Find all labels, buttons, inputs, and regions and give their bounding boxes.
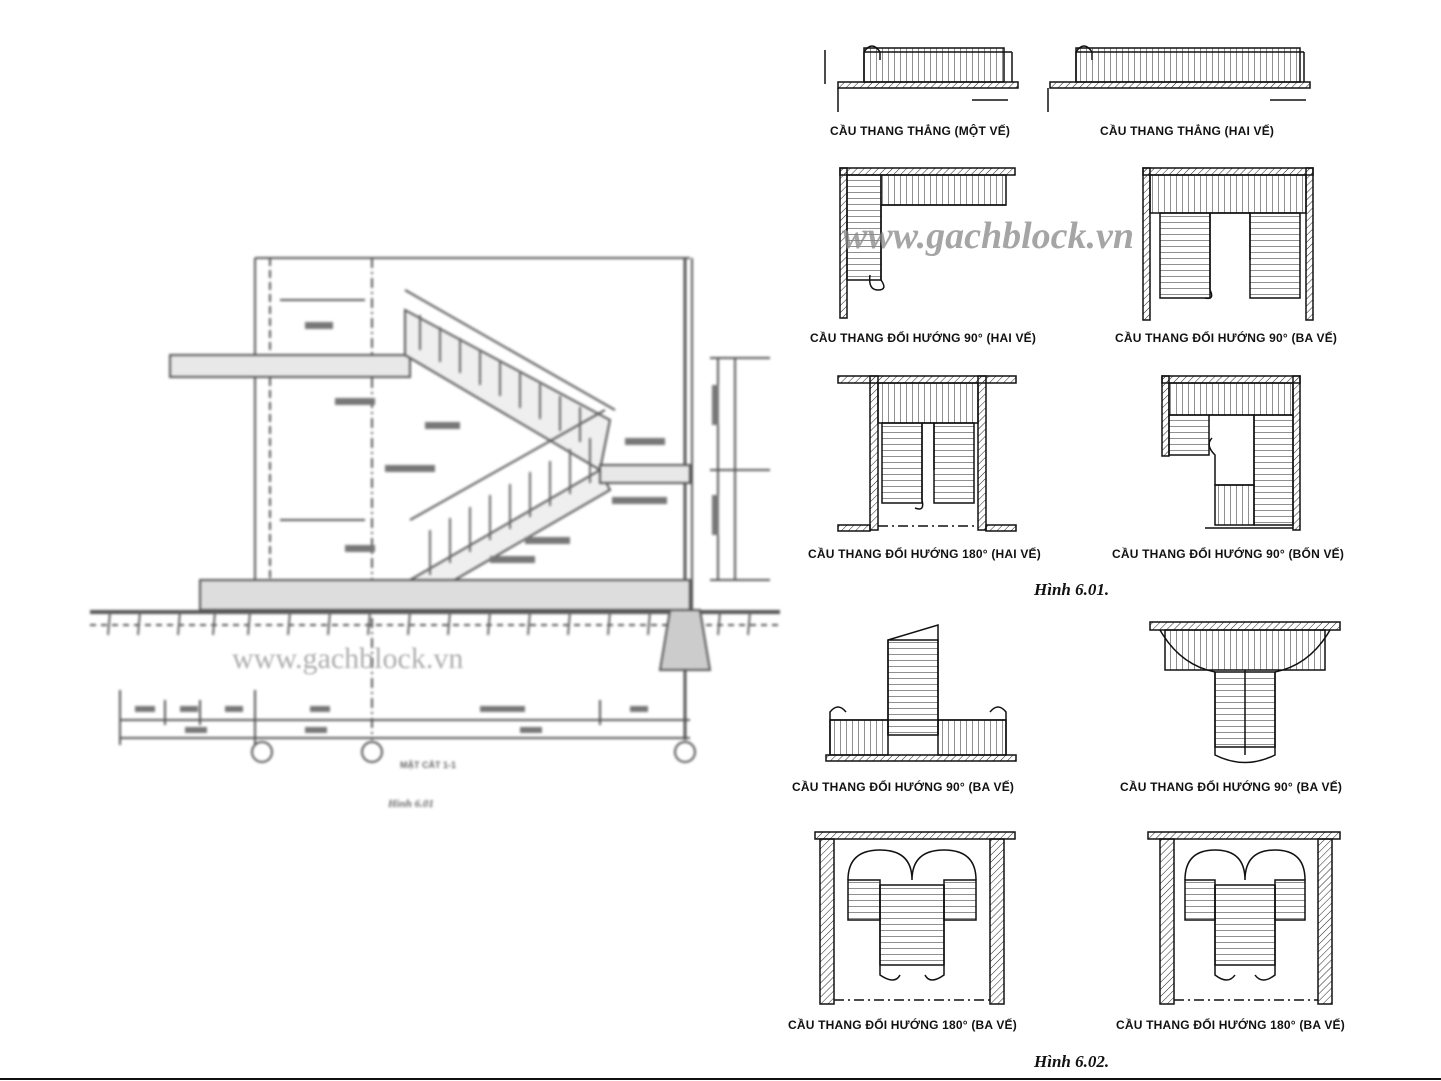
caption-6-02-180-three-flights-a: CẦU THANG ĐỔI HƯỚNG 180° (BA VẾ): [788, 1018, 1017, 1032]
stair-90-three-flights: [1142, 167, 1314, 321]
caption-90-three-flights: CẦU THANG ĐỔI HƯỚNG 90° (BA VẾ): [1115, 331, 1338, 345]
plan-watermark: www.gachblock.vn: [842, 215, 1135, 257]
stair-90-four-flights: [1161, 375, 1301, 531]
straight-stair-two-flights: [1047, 45, 1311, 112]
section-caption: Hình 6.01: [388, 798, 434, 810]
caption-90-four-flights: CẦU THANG ĐỔI HƯỚNG 90° (BỐN VẾ): [1112, 547, 1345, 561]
caption-180-two-flights: CẦU THANG ĐỔI HƯỚNG 180° (HAI VẾ): [808, 547, 1041, 561]
figure-label-6-02: Hình 6.02.: [1034, 1052, 1110, 1071]
stair-180-two-flights: [837, 375, 1017, 532]
stair-180-three-flights-left: [814, 831, 1016, 1005]
straight-stair-one-flight: [824, 45, 1019, 112]
caption-straight-two-flights: CẦU THANG THẲNG (HAI VẾ): [1100, 124, 1275, 138]
caption-90-two-flights: CẦU THANG ĐỔI HƯỚNG 90° (HAI VẾ): [810, 331, 1037, 345]
caption-straight-one-flight: CẦU THANG THẲNG (MỘT VẾ): [830, 124, 1011, 138]
section-watermark: www.gachblock.vn: [232, 642, 464, 675]
stair-section-drawing: [90, 257, 780, 763]
caption-6-02-90-three-flights-a: CẦU THANG ĐỔI HƯỚNG 90° (BA VẾ): [792, 780, 1015, 794]
section-sub-caption: MẶT CẮT 1-1: [400, 760, 456, 770]
stair-90-three-flights-inverted-t: [1149, 621, 1341, 764]
caption-6-02-90-three-flights-b: CẦU THANG ĐỔI HƯỚNG 90° (BA VẾ): [1120, 780, 1343, 794]
stair-180-three-flights-right: [1147, 831, 1341, 1005]
stair-90-three-flights-t: [825, 623, 1017, 762]
figure-label-6-01: Hình 6.01.: [1034, 580, 1110, 599]
caption-6-02-180-three-flights-b: CẦU THANG ĐỔI HƯỚNG 180° (BA VẾ): [1116, 1018, 1345, 1032]
